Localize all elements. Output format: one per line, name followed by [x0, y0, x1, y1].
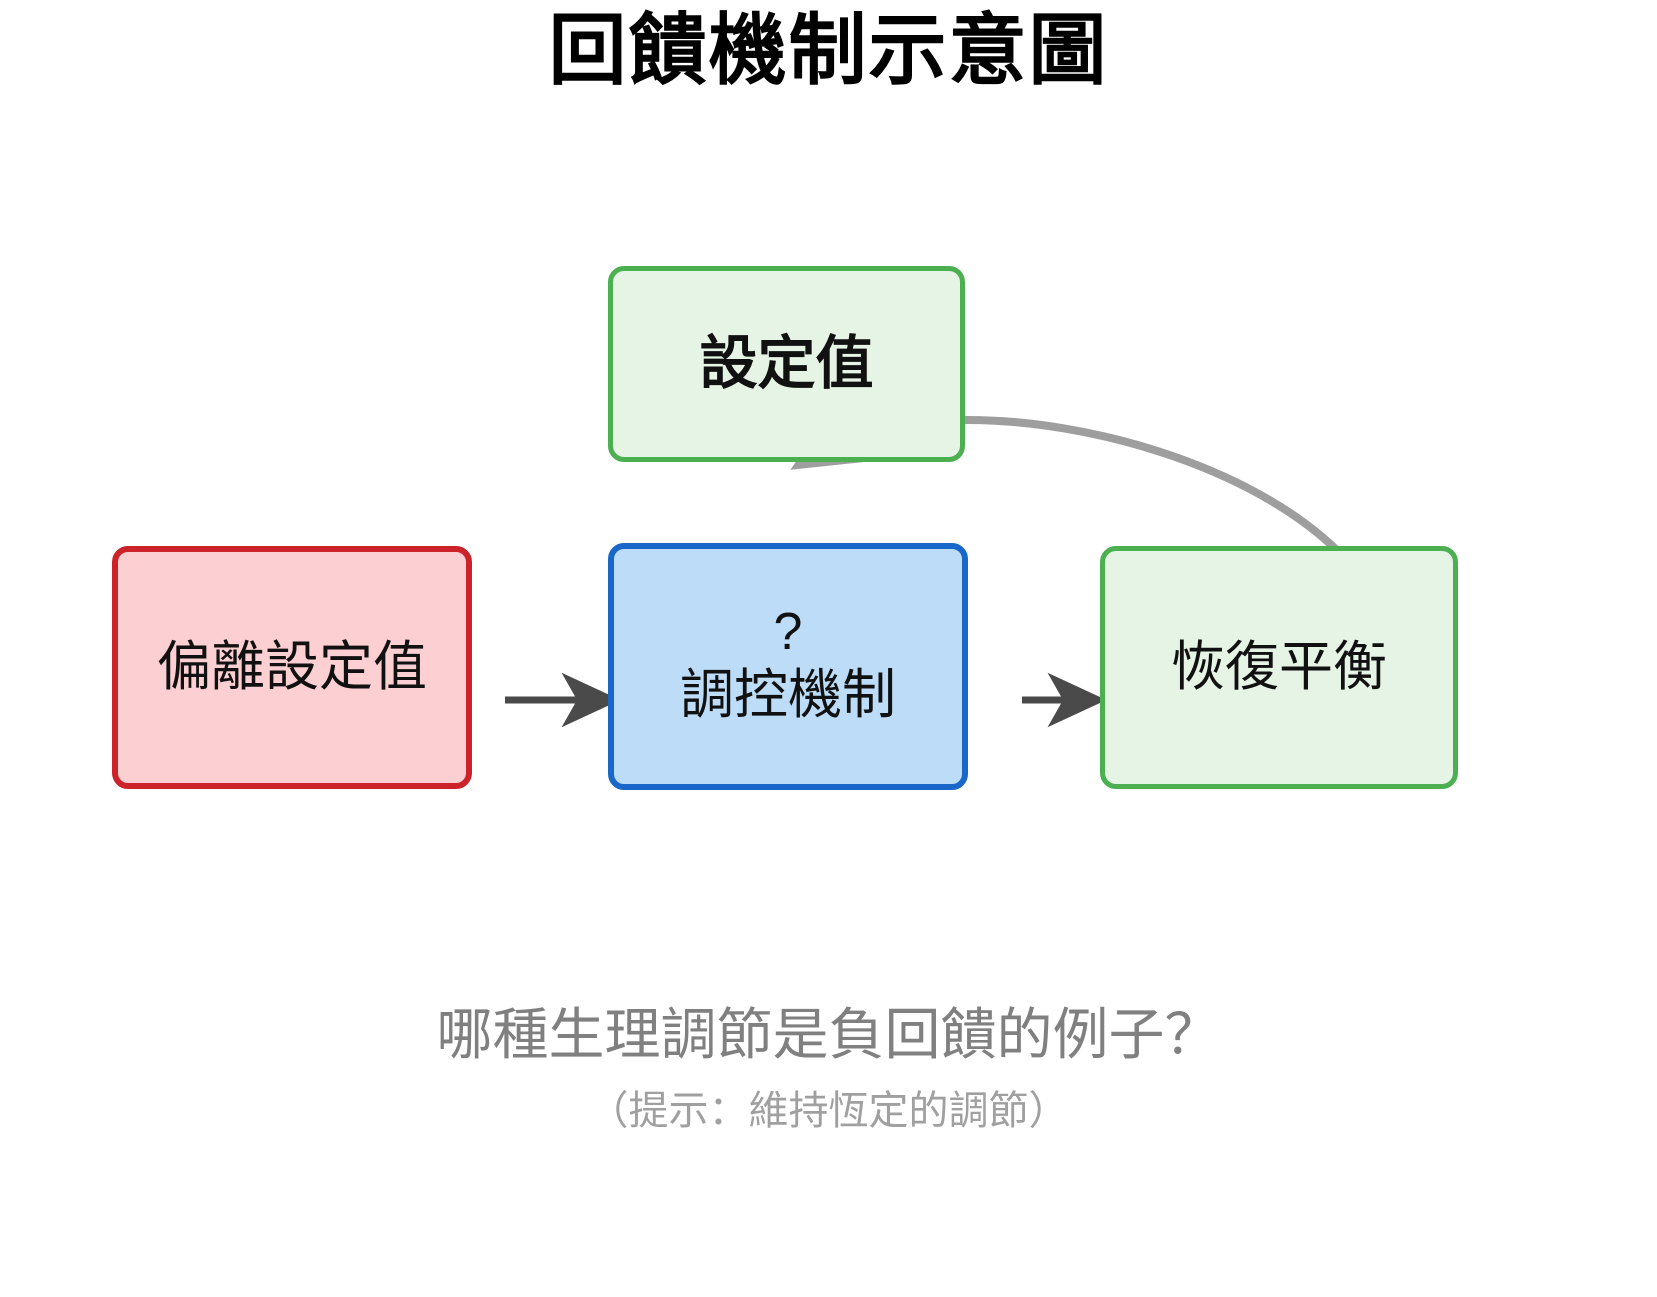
page-title: 回饋機制示意圖 [548, 6, 1109, 94]
node-mechanism-question-mark: ? [773, 602, 803, 661]
node-balance-label: 恢復平衡 [1171, 636, 1387, 697]
node-balance[interactable]: 恢復平衡 [1100, 546, 1458, 789]
node-mechanism-label: 調控機制 [680, 664, 896, 725]
footer-question: 哪種生理調節是負回饋的例子？ [436, 1003, 1221, 1066]
node-deviation-label: 偏離設定值 [157, 636, 427, 697]
node-setpoint[interactable]: 設定值 [608, 266, 965, 462]
node-deviation[interactable]: 偏離設定值 [112, 546, 472, 789]
footer-hint: （提示：維持恆定的調節） [588, 1089, 1069, 1133]
node-setpoint-label: 設定值 [699, 330, 874, 396]
node-mechanism[interactable]: ? 調控機制 [608, 543, 968, 790]
